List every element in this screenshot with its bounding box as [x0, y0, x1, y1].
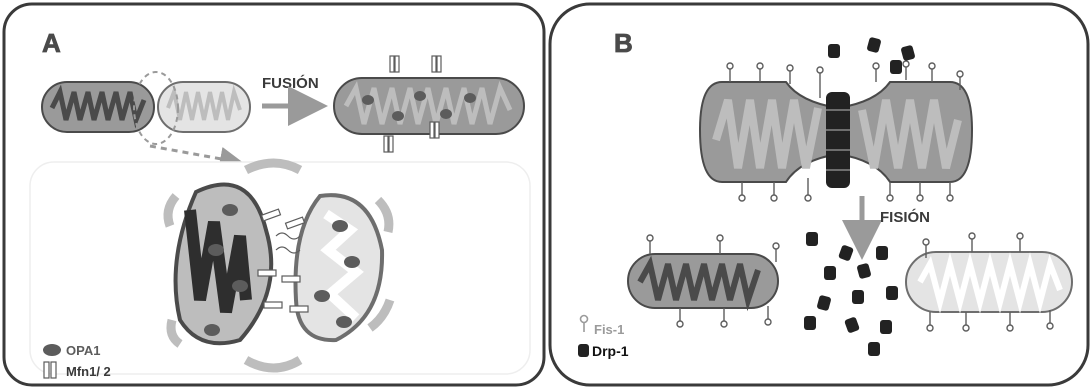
drp1-ring — [826, 92, 850, 188]
drp1-legend-icon — [578, 344, 589, 357]
panel-a-mito-light — [158, 82, 250, 132]
drp1-legend-label: Drp-1 — [592, 343, 629, 359]
fused-mitochondrion — [334, 78, 524, 134]
fis1-legend-label: Fis-1 — [594, 322, 624, 337]
panel-b-letter: B — [614, 28, 633, 58]
fission-label: FISIÓN — [880, 208, 930, 226]
panel-a-letter: A — [42, 28, 61, 58]
dividing-mitochondrion — [700, 82, 972, 188]
opa1-marker — [464, 93, 476, 103]
opa1-legend-label: OPA1 — [66, 343, 100, 358]
daughter-mito-light — [906, 252, 1072, 312]
opa1-marker — [440, 109, 452, 119]
opa1-marker — [392, 111, 404, 121]
daughter-mito-dark — [628, 254, 778, 308]
opa1-marker — [362, 95, 374, 105]
fusion-label: FUSIÓN — [262, 74, 319, 92]
opa1-legend-icon — [43, 344, 61, 356]
mfn-legend-label: Mfn1/ 2 — [66, 364, 111, 379]
opa1-marker — [414, 91, 426, 101]
inset-box — [30, 162, 530, 374]
inset-mito-left — [176, 184, 272, 343]
